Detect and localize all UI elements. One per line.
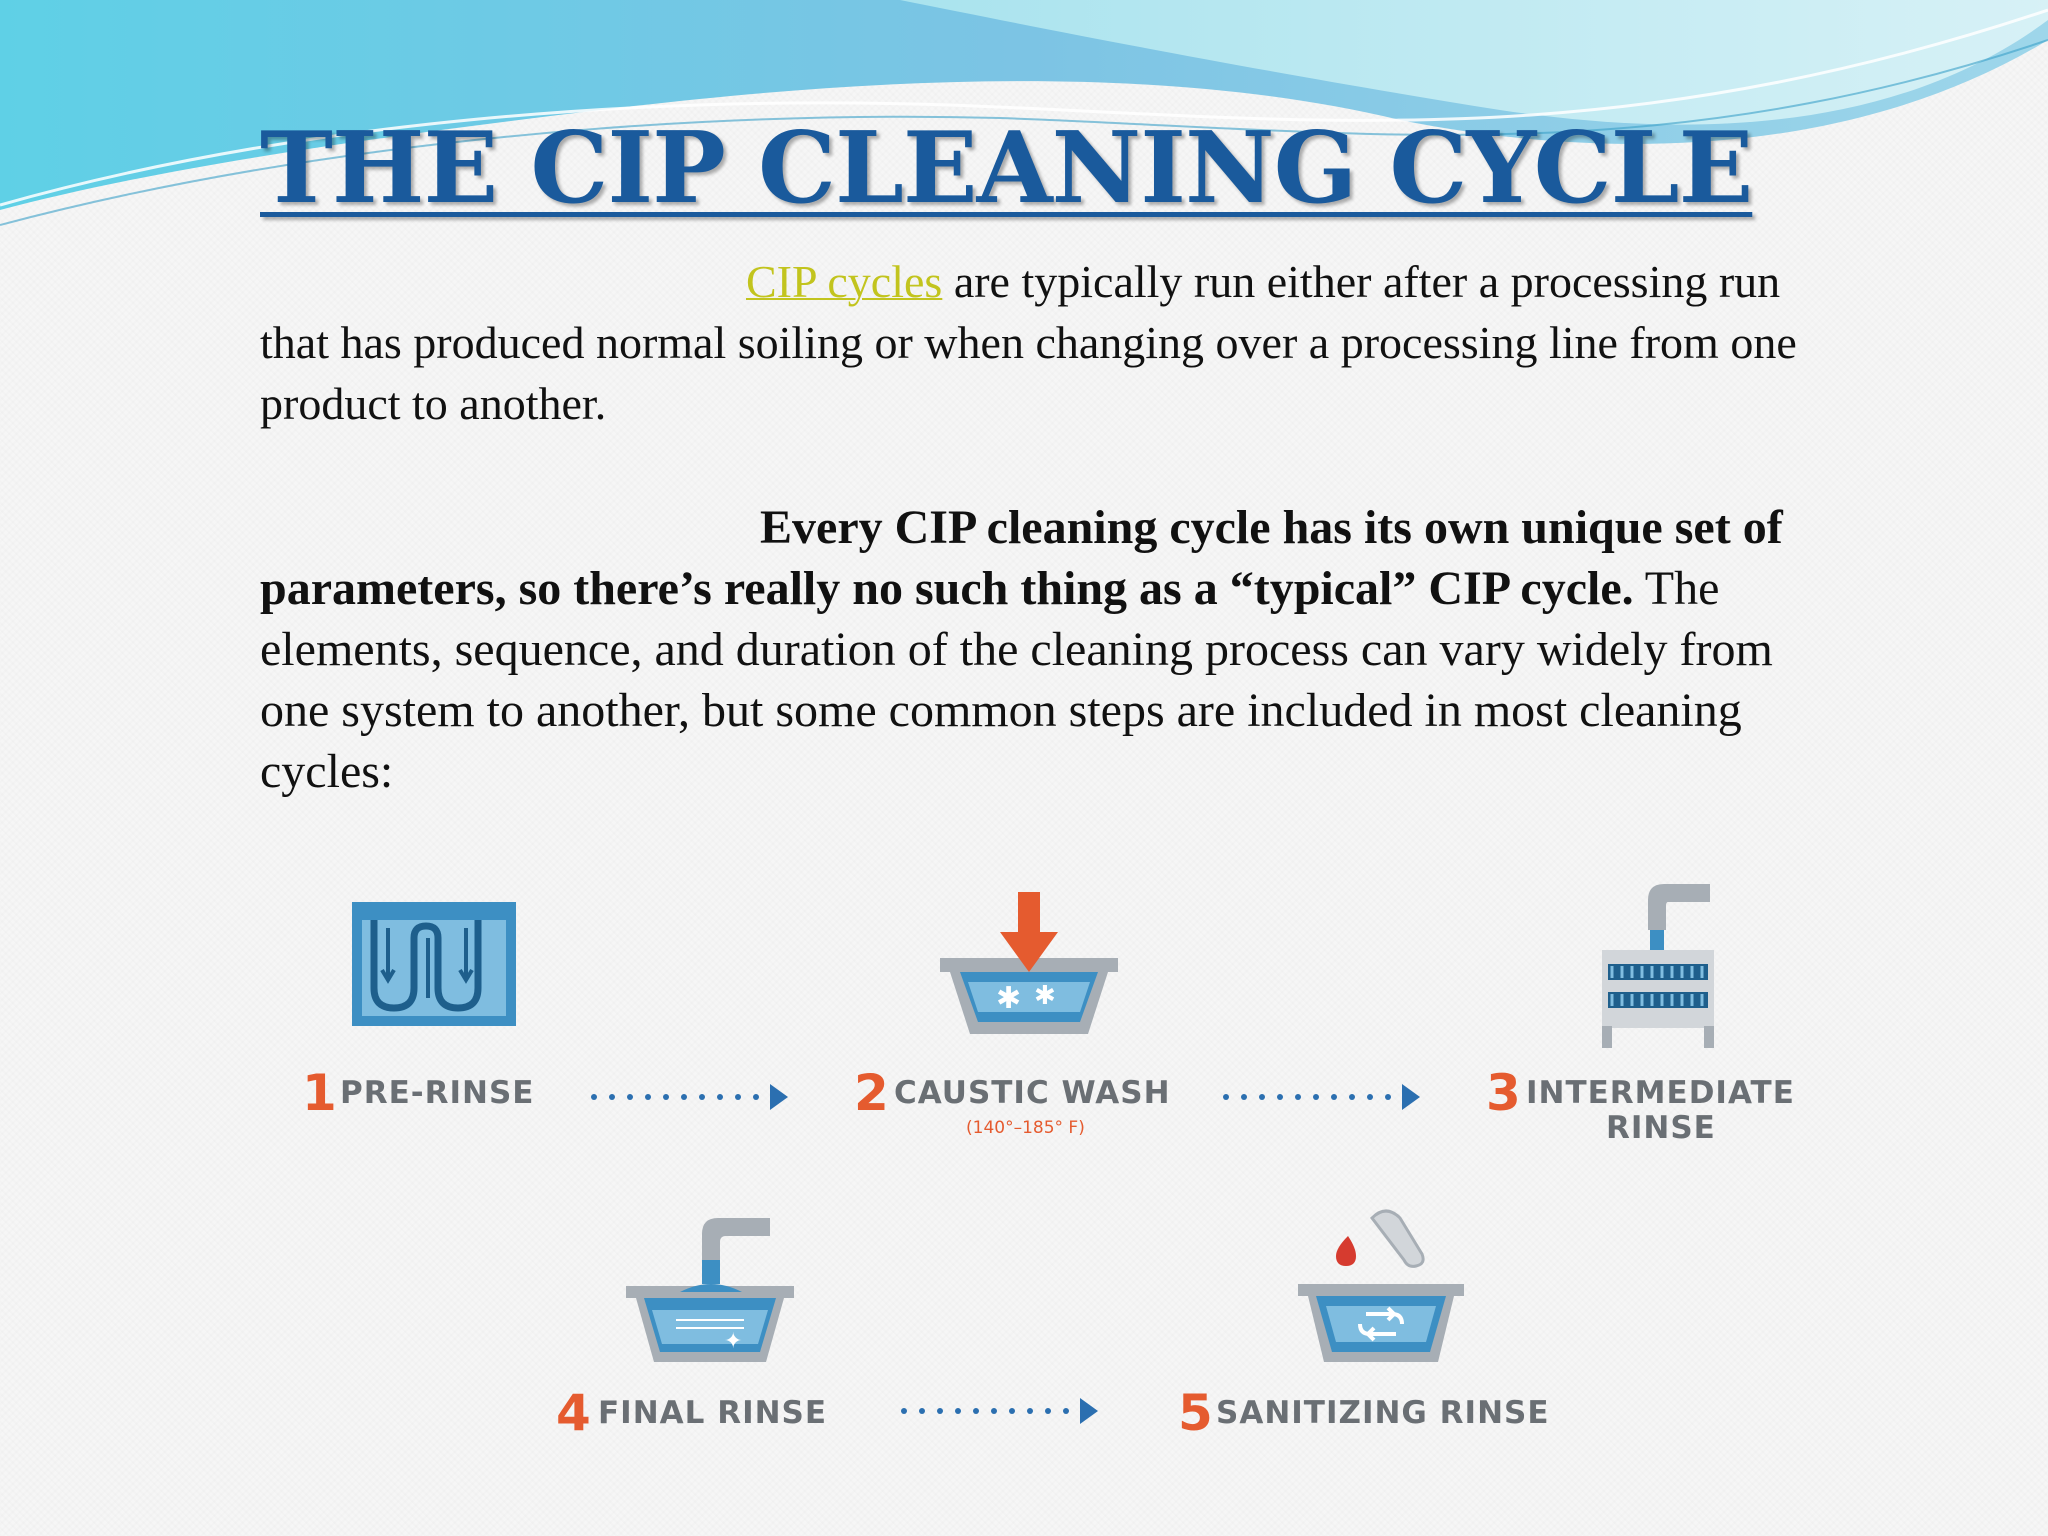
slide-title: THE CIP CLEANING CYCLE xyxy=(260,111,1753,226)
step-label-sanitizing-rinse: SANITIZING RINSE xyxy=(1216,1395,1550,1431)
step-number: 1 xyxy=(302,1064,337,1122)
svg-text:✱: ✱ xyxy=(1034,981,1056,1011)
step-number: 4 xyxy=(556,1384,591,1442)
step-label-caustic-wash: CAUSTIC WASH xyxy=(894,1075,1171,1111)
intro-paragraph-text: are typically run either after a process… xyxy=(260,256,1797,429)
pipes-tank-icon xyxy=(352,902,516,1026)
svg-text:✱: ✱ xyxy=(996,981,1021,1016)
step-label-rinse: RINSE xyxy=(1606,1110,1716,1146)
step-label-final-rinse: FINAL RINSE xyxy=(598,1395,828,1431)
step-sublabel-temperature: (140°–185° F) xyxy=(966,1118,1085,1138)
caustic-tank-icon: ✱ ✱ xyxy=(940,892,1118,1034)
step-number: 3 xyxy=(1486,1064,1521,1122)
parameters-regular-text: The elements, sequence, and duration of … xyxy=(260,562,1773,798)
intro-paragraph: CIP cycles are typically run either afte… xyxy=(260,251,1820,434)
step-number: 5 xyxy=(1178,1384,1213,1442)
dotted-arrow-icon xyxy=(591,1084,788,1110)
parameters-paragraph: Every CIP cleaning cycle has its own uni… xyxy=(260,497,1820,802)
cip-cycles-link[interactable]: CIP cycles xyxy=(746,256,943,307)
dotted-arrow-icon xyxy=(1223,1084,1420,1110)
step-number: 2 xyxy=(854,1064,889,1122)
parameters-bold-text: Every CIP cleaning cycle has its own uni… xyxy=(260,501,1783,615)
sanitize-tank-icon xyxy=(1298,1209,1464,1362)
step-label-intermediate: INTERMEDIATE xyxy=(1526,1075,1795,1111)
rinse-rack-icon xyxy=(1602,884,1714,1048)
faucet-tank-icon: ✦ xyxy=(626,1218,794,1362)
dotted-arrow-icon xyxy=(901,1398,1098,1424)
header-wave-decoration xyxy=(0,0,2048,226)
step-label-pre-rinse: PRE-RINSE xyxy=(340,1075,535,1111)
svg-text:✦: ✦ xyxy=(724,1329,742,1354)
